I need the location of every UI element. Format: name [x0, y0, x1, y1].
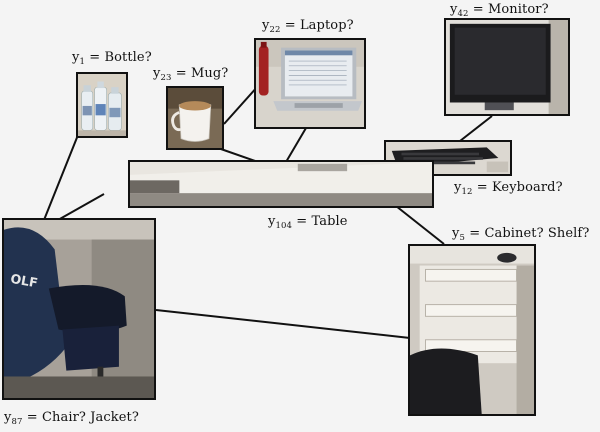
laptop-crop	[254, 38, 366, 129]
mug-photo-icon	[168, 88, 222, 148]
svg-text:OLF: OLF	[9, 271, 39, 291]
edge-bottle-chair	[43, 134, 79, 221]
bottle-crop	[76, 72, 128, 138]
table-crop	[128, 160, 434, 208]
edge-table-chair	[57, 193, 105, 221]
label-bottle: y1 = Bottle?	[72, 50, 152, 67]
cabinet-photo-icon	[410, 246, 534, 414]
cabinet-crop	[408, 244, 536, 416]
monitor-photo-icon	[446, 20, 568, 114]
label-monitor: y42 = Monitor?	[450, 2, 549, 19]
edge-laptop-table	[285, 127, 307, 163]
chair-photo-icon: OLF	[4, 220, 154, 398]
label-laptop: y22 = Laptop?	[262, 18, 354, 35]
label-cabinet: y5 = Cabinet? Shelf?	[452, 226, 590, 243]
monitor-crop	[444, 18, 570, 116]
chair-crop: OLF	[2, 218, 156, 400]
edge-mug-laptop	[223, 85, 259, 125]
edge-table-cabinet	[395, 205, 445, 245]
edge-monitor-keyboard	[459, 115, 493, 142]
label-keyboard: y12 = Keyboard?	[454, 180, 563, 197]
label-mug: y23 = Mug?	[153, 66, 229, 83]
laptop-photo-icon	[256, 40, 364, 127]
edge-mug-table	[217, 147, 259, 163]
label-table: y104 = Table	[268, 214, 348, 231]
bottle-photo-icon	[78, 74, 126, 136]
mug-crop	[166, 86, 224, 150]
label-chair: y87 = Chair? Jacket?	[4, 410, 139, 427]
edge-chair-cabinet	[155, 309, 411, 339]
table-photo-icon	[130, 162, 432, 206]
